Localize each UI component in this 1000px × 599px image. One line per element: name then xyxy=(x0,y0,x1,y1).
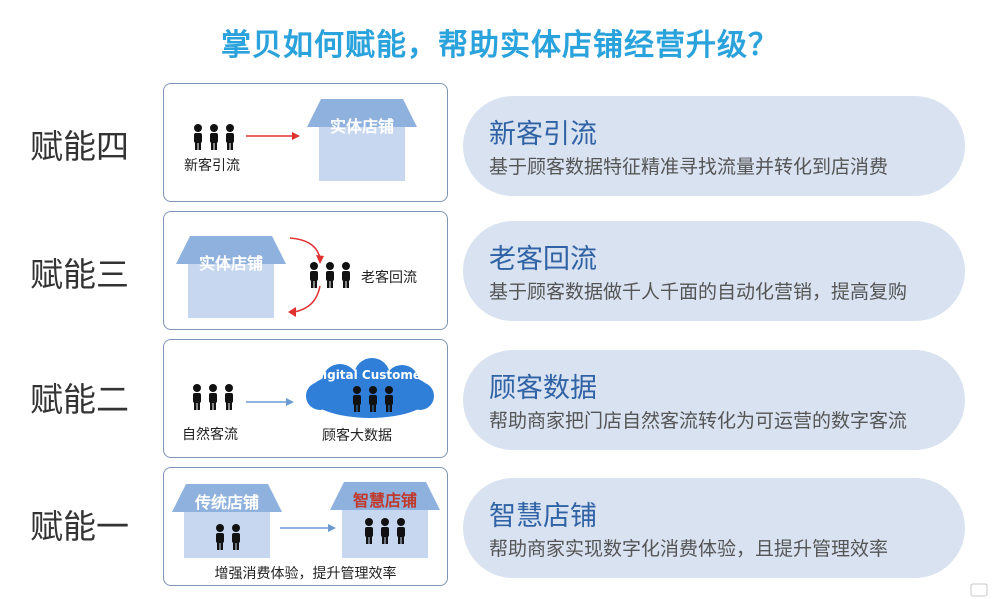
panel-new-customers: 新客引流 实体店铺 xyxy=(163,83,448,202)
arrow-right-icon xyxy=(246,398,294,406)
people-icon xyxy=(216,524,240,550)
cloud-label: 顾客大数据 xyxy=(322,428,392,444)
feature-heading: 顾客数据 xyxy=(489,373,597,404)
store-icon xyxy=(172,484,282,558)
feature-description: 帮助商家把门店自然客流转化为可运营的数字客流 xyxy=(489,410,908,432)
arrow-right-icon xyxy=(246,132,300,140)
feature-heading: 新客引流 xyxy=(489,119,597,150)
panel-smart-store: 传统店铺 智慧店铺 增强消费体验，提升管理效率 xyxy=(163,467,448,586)
page-title: 掌贝如何赋能，帮助实体店铺经营升级？ xyxy=(221,28,779,63)
store-label: 智慧店铺 xyxy=(352,491,417,510)
arrow-right-icon xyxy=(280,524,336,532)
level-label-1: 赋能一 xyxy=(30,507,129,546)
store-label: 实体店铺 xyxy=(198,254,263,273)
level-label-3: 赋能三 xyxy=(30,255,129,294)
feature-box-returning-customers: 老客回流 基于顾客数据做千人千面的自动化营销，提高复购 xyxy=(463,221,965,321)
store-label: 传统店铺 xyxy=(194,493,259,512)
feature-description: 基于顾客数据特征精准寻找流量并转化到店消费 xyxy=(489,156,889,178)
feature-heading: 智慧店铺 xyxy=(489,501,597,532)
curved-arrow-icon xyxy=(288,285,321,317)
people-icon xyxy=(194,124,234,150)
people-label: 新客引流 xyxy=(184,158,240,174)
feature-description: 帮助商家实现数字化消费体验，且提升管理效率 xyxy=(489,538,889,560)
people-label: 老客回流 xyxy=(361,270,417,286)
feature-box-smart-store: 智慧店铺 帮助商家实现数字化消费体验，且提升管理效率 xyxy=(463,478,965,578)
people-icon xyxy=(310,262,350,288)
level-label-2: 赋能二 xyxy=(30,380,129,419)
store-label: 实体店铺 xyxy=(329,117,394,136)
feature-description: 基于顾客数据做千人千面的自动化营销，提高复购 xyxy=(489,281,908,303)
people-icon xyxy=(353,386,393,412)
store-icon xyxy=(176,236,286,318)
cloud-icon xyxy=(306,358,434,418)
panel-caption: 增强消费体验，提升管理效率 xyxy=(214,566,397,582)
people-label: 自然客流 xyxy=(182,427,238,443)
cloud-title: Digital Customer xyxy=(313,368,427,382)
feature-box-new-customers: 新客引流 基于顾客数据特征精准寻找流量并转化到店消费 xyxy=(463,96,965,196)
store-icon xyxy=(307,99,417,181)
people-icon xyxy=(365,518,405,544)
people-icon xyxy=(193,384,233,410)
level-label-4: 赋能四 xyxy=(30,127,129,166)
curved-arrow-icon xyxy=(289,237,324,264)
feature-heading: 老客回流 xyxy=(489,244,597,275)
feature-box-customer-data: 顾客数据 帮助商家把门店自然客流转化为可运营的数字客流 xyxy=(463,350,965,450)
panel-customer-data: 自然客流 Digital Customer 顾客大数据 xyxy=(163,339,448,458)
panel-returning-customers: 实体店铺 老客回流 xyxy=(163,211,448,330)
watermark-icon xyxy=(970,583,988,597)
